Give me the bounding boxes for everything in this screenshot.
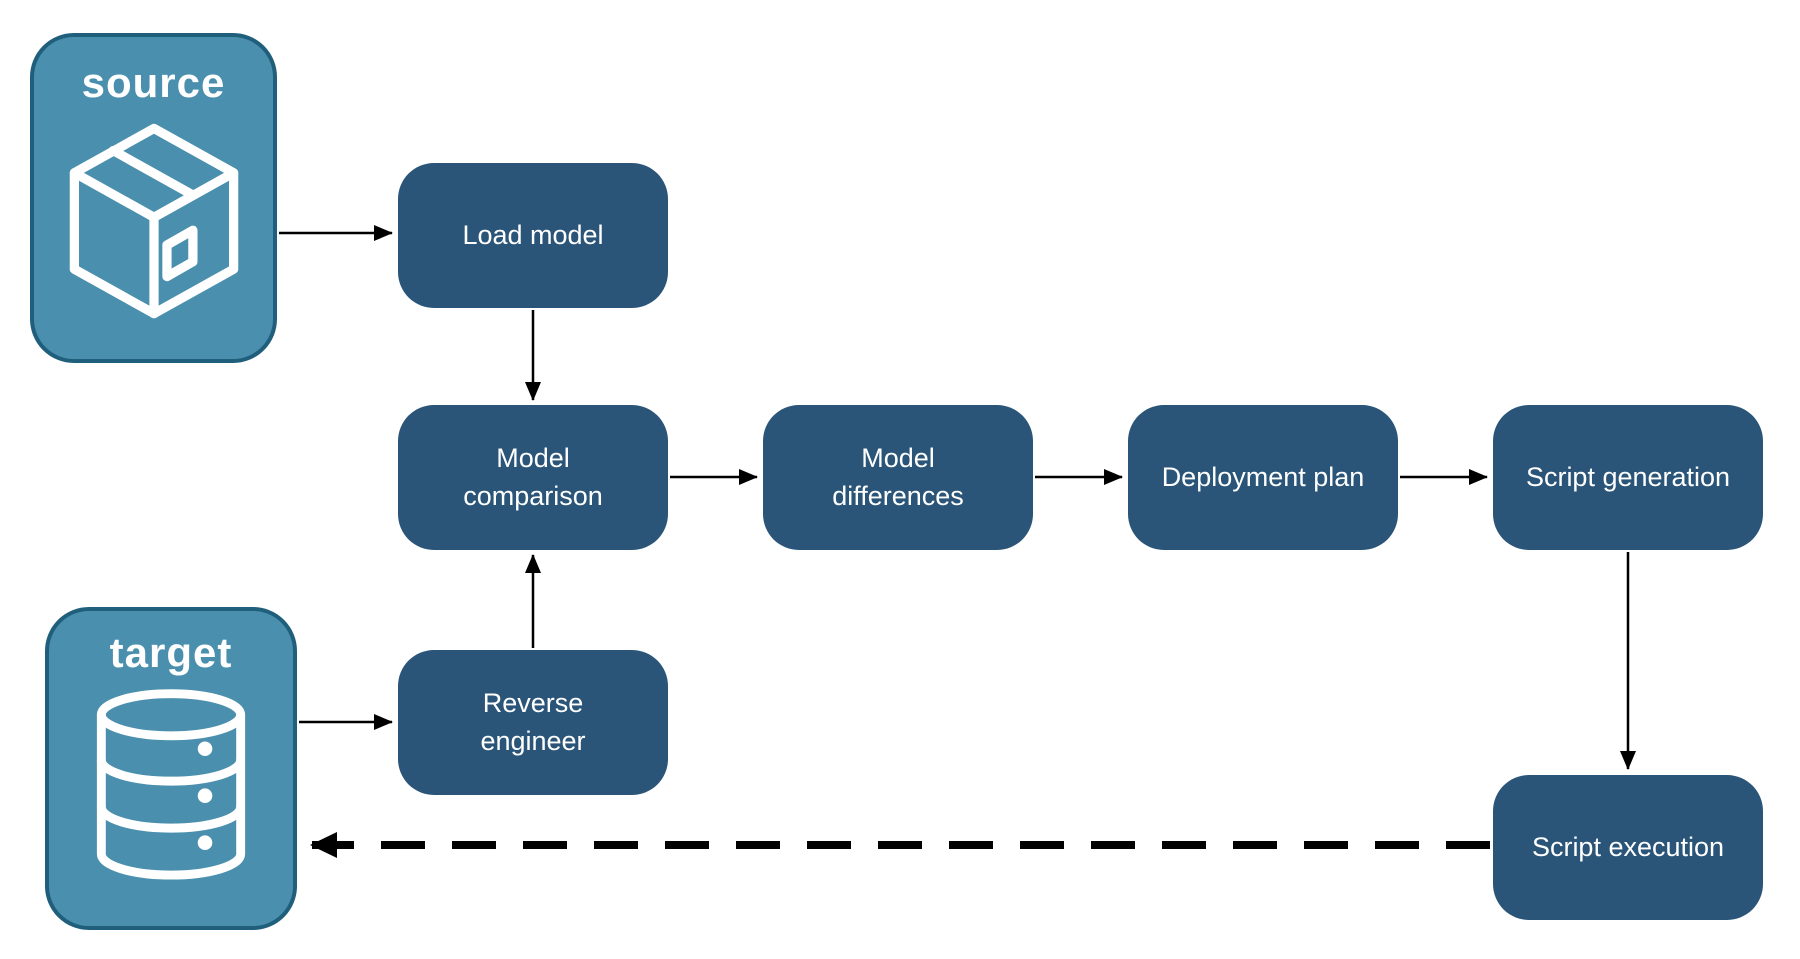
endpoint-target: target — [45, 607, 297, 930]
node-deployment-plan: Deployment plan — [1128, 405, 1398, 550]
node-label: Reverse engineer — [480, 687, 586, 756]
node-label: Deployment plan — [1161, 461, 1365, 492]
node-model-comparison: Model comparison — [398, 405, 668, 550]
node-script-execution: Script execution — [1493, 775, 1763, 920]
endpoint-source: source — [30, 33, 277, 363]
node-label: Script execution — [1531, 831, 1725, 862]
database-icon — [90, 687, 252, 890]
source-label: source — [81, 59, 226, 106]
node-label: Load model — [462, 219, 604, 250]
node-script-generation: Script generation — [1493, 405, 1763, 550]
node-reverse-engineer: Reverse engineer — [398, 650, 668, 795]
node-label: Script generation — [1525, 461, 1731, 492]
node-model-differences: Model differences — [763, 405, 1033, 550]
target-label: target — [109, 629, 233, 676]
node-label: Model comparison — [463, 442, 603, 511]
package-icon — [60, 121, 248, 326]
node-load-model: Load model — [398, 163, 668, 308]
node-label: Model differences — [832, 442, 964, 511]
